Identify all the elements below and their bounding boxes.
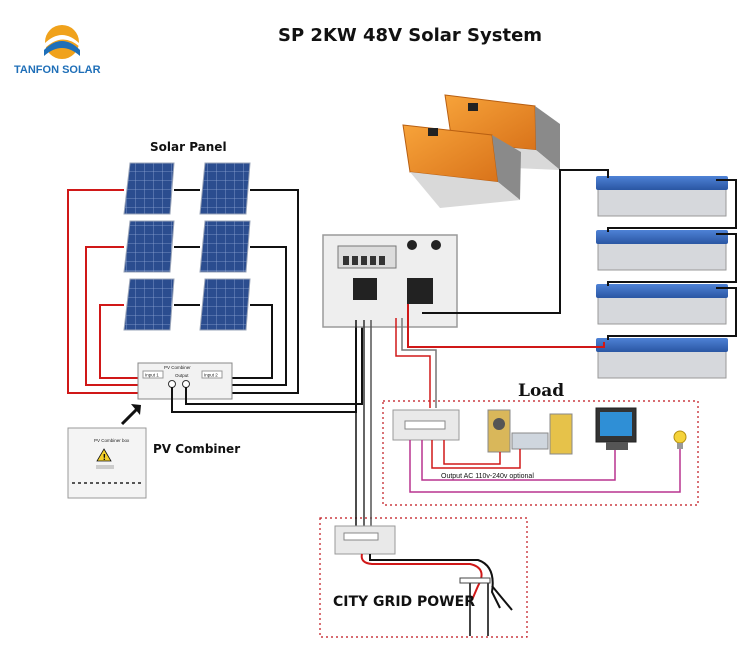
solar-panel: [123, 278, 175, 331]
solar-panel: [123, 220, 175, 273]
combiner-header: PV Combiner: [164, 365, 191, 370]
combiner-box-title: PV Combiner box: [94, 438, 130, 443]
combiner-input2-label: Input 2: [204, 373, 218, 378]
inverter-to-load-wiring: [395, 318, 437, 408]
stereo-system: [487, 409, 573, 455]
city-grid-label: CITY GRID POWER: [333, 594, 475, 610]
solar-panel: [199, 162, 251, 215]
bulb-icon: [673, 430, 687, 449]
pv-combiner-box: PV Combiner box !: [67, 427, 147, 499]
grid-to-inverter-wiring: [355, 320, 372, 528]
load-area-border: [382, 400, 699, 506]
arrow-icon: [120, 404, 141, 426]
solar-panel-label: Solar Panel: [150, 140, 227, 154]
pv-wiring: [67, 189, 299, 394]
load-wiring: [409, 440, 681, 493]
output-note: Output AC 110v-240v optional: [441, 473, 534, 480]
brand-logo: TANFON SOLAR: [14, 25, 101, 76]
solar-panel: [199, 220, 251, 273]
combiner-input1-label: Input 1: [145, 373, 159, 378]
computer-monitor: [595, 407, 637, 450]
battery: [596, 338, 728, 379]
warning-icon: !: [96, 448, 112, 462]
utility-pole: [459, 577, 513, 636]
svg-text:!: !: [103, 453, 107, 462]
distribution-box: [392, 409, 460, 441]
combiner-output-label: Output: [175, 373, 189, 378]
load-label: Load: [518, 381, 564, 401]
city-grid-area-border: [319, 517, 528, 638]
pv-combiner-label: PV Combiner: [153, 442, 240, 456]
solar-panel: [199, 278, 251, 331]
inverter-charger-units: [402, 94, 560, 208]
sun-logo-icon: [44, 25, 80, 59]
battery: [596, 284, 728, 325]
solar-panel-array: [123, 162, 251, 331]
grid-breaker-box: [334, 525, 396, 555]
battery: [596, 230, 728, 271]
battery-bank: [596, 176, 728, 379]
inverter-controller: [322, 234, 458, 328]
battery: [596, 176, 728, 217]
brand-name: TANFON SOLAR: [14, 64, 101, 76]
solar-panel: [123, 162, 175, 215]
battery-wiring: [407, 169, 737, 348]
page-title: SP 2KW 48V Solar System: [278, 25, 542, 46]
